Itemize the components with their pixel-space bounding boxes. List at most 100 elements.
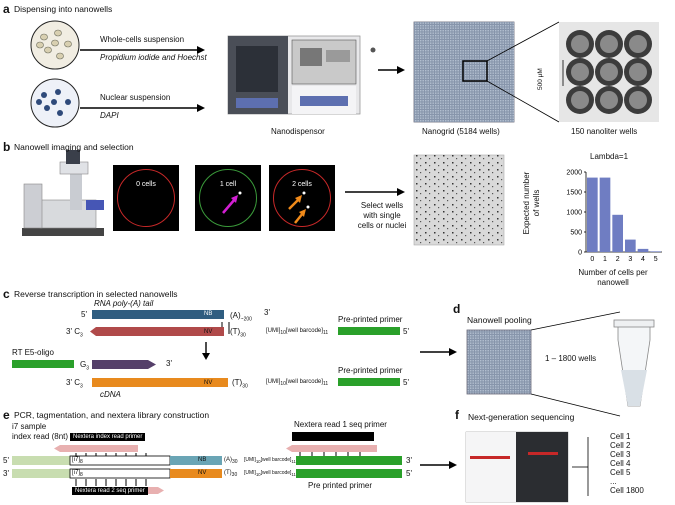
selection-grid-image — [413, 154, 505, 246]
chart-y-tick-label: 2000 — [566, 170, 582, 177]
arrow-to-nanogrid — [378, 66, 405, 74]
i7-bottom: [i7]8 — [72, 470, 83, 479]
oligo-three-prime: 3' — [166, 359, 172, 368]
e-five-prime-bottom: 5' — [406, 469, 412, 478]
cell-list-item: Cell 1 — [610, 432, 631, 441]
panel-a-title: Dispensing into nanowells — [14, 4, 113, 14]
nuclear-stain: DAPI — [100, 111, 119, 120]
chart-title: Lambda=1 — [590, 152, 629, 161]
whole-cells-stain: Propidium iodide and Hoechst — [100, 53, 207, 62]
rna-five-prime: 5' — [81, 310, 87, 319]
e-polyA: (A)30 — [224, 457, 238, 466]
preprinted-label-2: Pre-printed primer — [338, 366, 403, 375]
cell-list-bracket — [572, 437, 589, 496]
cell-list-item: Cell 1800 — [610, 486, 644, 495]
cdna-polyT: (T)30 — [232, 378, 248, 390]
sequencer-icon — [465, 431, 569, 503]
chart-x-tick-label: 4 — [641, 256, 645, 263]
select-text-3: cells or nuclei — [357, 221, 407, 230]
chart-xlabel-2: nanowell — [597, 278, 629, 287]
e-polyT: (T)30 — [224, 470, 238, 479]
chart-y-tick-label: 500 — [570, 230, 582, 237]
chart-xlabel-1: Number of cells per — [578, 268, 648, 277]
nextera-read1-label: Nextera read 1 seq primer — [294, 420, 387, 429]
i7-top: [i7]8 — [72, 457, 83, 466]
chart-x-tick-label: 2 — [616, 256, 620, 263]
preprinted-primer-bar — [338, 327, 400, 335]
nanodispensor-icon — [227, 35, 376, 115]
g3-label: G3 — [80, 360, 90, 372]
polyA-label: (A)~200 — [230, 311, 252, 323]
primer2-five-prime: 5' — [403, 378, 409, 387]
select-text-1: Select wells — [360, 201, 404, 210]
arrow-to-selection — [345, 188, 405, 196]
nv-label-c: NV — [204, 329, 213, 335]
panel-f-letter: f — [455, 408, 459, 422]
e-umi-bottom: [UMI]10[well barcode]11 — [244, 470, 296, 477]
nextera-read2-label: Nextera read 2 seq primer — [72, 487, 148, 495]
primer-five-prime: 5' — [403, 327, 409, 336]
wells-count-label: 1 – 1800 wells — [545, 354, 597, 363]
umi-wb-label: [UMI]10[well barcode]11 — [266, 328, 329, 337]
chart-y-tick-label: 1500 — [566, 190, 582, 197]
cell-list-item: Cell 3 — [610, 450, 631, 459]
rt-oligo-bar — [12, 360, 74, 368]
micro-label-0: 0 cells — [136, 181, 156, 188]
nb-label-c: NB — [204, 311, 213, 317]
panel-e-title: PCR, tagmentation, and nextera library c… — [14, 410, 210, 420]
pooling-chip-icon — [466, 311, 621, 417]
nuclear-label: Nuclear suspension — [100, 93, 171, 102]
cell-list-item: Cell 4 — [610, 459, 631, 468]
nuclear-dish-icon — [30, 78, 80, 128]
rna-three-prime: 3' — [264, 308, 270, 317]
arrow-to-sequencing — [420, 461, 457, 469]
arrow-to-pooling — [420, 348, 457, 356]
microscope-icon — [22, 150, 104, 236]
scale-bar-label: 500 μM — [537, 68, 544, 90]
dispense-arrows — [80, 46, 205, 112]
nextera-index-primer-label: Nextera index read primer — [70, 433, 146, 441]
panel-e-letter: e — [3, 408, 10, 422]
cell-list-item: Cell 5 — [610, 468, 631, 477]
chart-ylabel-2: of wells — [532, 189, 541, 217]
cdna-umi-wb: [UMI]10[well barcode]11 — [266, 379, 329, 388]
micro-image-2: 2 cells — [269, 165, 335, 231]
e-three-prime-top: 3' — [406, 456, 412, 465]
nanogrid-chip-icon — [413, 21, 560, 123]
micro-label-1: 1 cell — [219, 181, 237, 188]
panel-a-letter: a — [3, 2, 10, 16]
preprinted-label: Pre-printed primer — [338, 315, 403, 324]
oligo-purple — [92, 360, 156, 369]
nanodispensor-label: Nanodispensor — [271, 127, 325, 136]
chart-ylabel-1: Expected number — [522, 171, 531, 235]
chart-bar — [599, 177, 611, 252]
micro-label-2: 2 cells — [292, 181, 312, 188]
panel-f-title: Next-generation sequencing — [468, 412, 575, 422]
e-nb-label: NB — [198, 457, 207, 463]
nv-label-cdna: NV — [204, 380, 213, 386]
cell-list-item: Cell 2 — [610, 441, 631, 450]
panel-b-letter: b — [3, 140, 11, 154]
select-text-2: with single — [363, 211, 401, 220]
e-umi-top: [UMI]10[well barcode]11 — [244, 457, 296, 464]
chart-bar — [625, 239, 636, 252]
magenta-arrow-icon — [222, 191, 242, 214]
tube-icon — [613, 319, 655, 407]
orange-arrows-icon — [288, 191, 310, 224]
wells-label: 150 nanoliter wells — [571, 127, 638, 136]
panel-b-title: Nanowell imaging and selection — [14, 142, 134, 152]
nanogrid-label: Nanogrid (5184 wells) — [422, 127, 500, 136]
wells-zoom-image — [559, 22, 659, 122]
panel-c-letter: c — [3, 287, 10, 301]
cdna-strand — [92, 378, 228, 387]
chart-x-tick-label: 0 — [590, 256, 594, 263]
chart-y-tick-label: 1000 — [566, 210, 582, 217]
e-five-prime-top: 5' — [3, 456, 9, 465]
preprinted-primer-bar-2 — [338, 378, 400, 386]
polyT-label: (T)30 — [230, 327, 246, 339]
whole-cells-dish-icon — [30, 20, 80, 70]
chart-bar — [637, 248, 649, 252]
chart-bar — [587, 177, 598, 252]
